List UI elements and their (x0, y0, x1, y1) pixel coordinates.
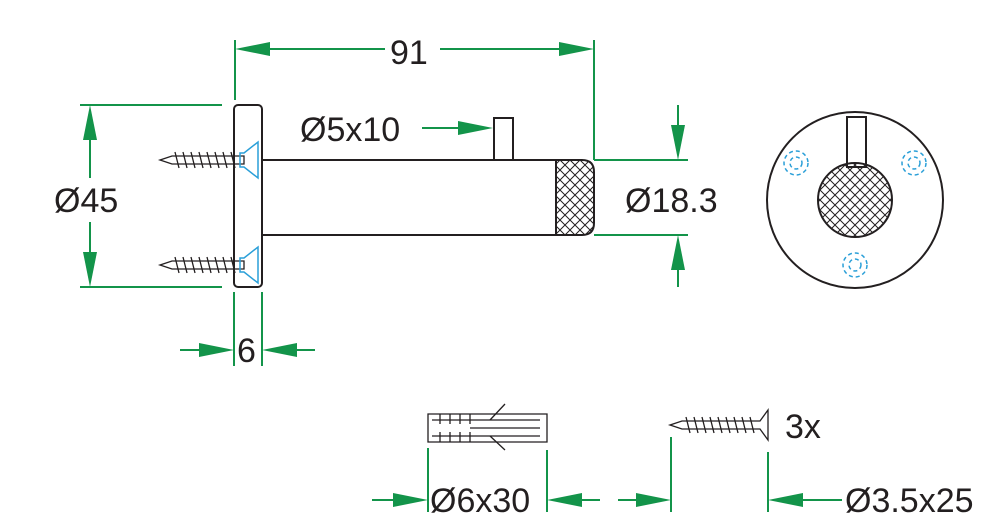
pin (493, 117, 514, 161)
loose-screw: 3x Ø3.5x25 (618, 408, 974, 520)
plate-thickness-label: 6 (237, 332, 256, 370)
front-view (766, 111, 944, 289)
hook-tube (261, 159, 557, 236)
knurled-end-front (817, 162, 893, 238)
plate-thickness-dimension: 6 (180, 292, 315, 370)
plate-diameter-label: Ø45 (54, 182, 118, 220)
pin-label: Ø5x10 (300, 111, 400, 149)
tube-diameter-label: Ø18.3 (625, 182, 718, 220)
screw-quantity-label: 3x (785, 408, 821, 446)
knurled-end (555, 159, 595, 236)
anchor-label: Ø6x30 (430, 482, 530, 520)
screw-hole-icon (842, 252, 868, 278)
screw-hole-icon (901, 150, 927, 176)
length-label: 91 (390, 34, 428, 72)
pin-front (846, 116, 867, 168)
mounting-screw-bottom (157, 245, 259, 285)
pin-dimension: Ø5x10 (300, 111, 493, 149)
screw-label: Ø3.5x25 (845, 482, 974, 520)
plate-diameter-dimension: Ø45 (54, 104, 222, 288)
length-dimension: 91 (234, 34, 688, 161)
side-view (157, 104, 595, 288)
wall-anchor: Ø6x30 (372, 403, 600, 520)
tube-diameter-dimension: Ø18.3 (594, 105, 718, 287)
screw-hole-icon (783, 150, 809, 176)
mounting-screw-top (157, 140, 259, 180)
